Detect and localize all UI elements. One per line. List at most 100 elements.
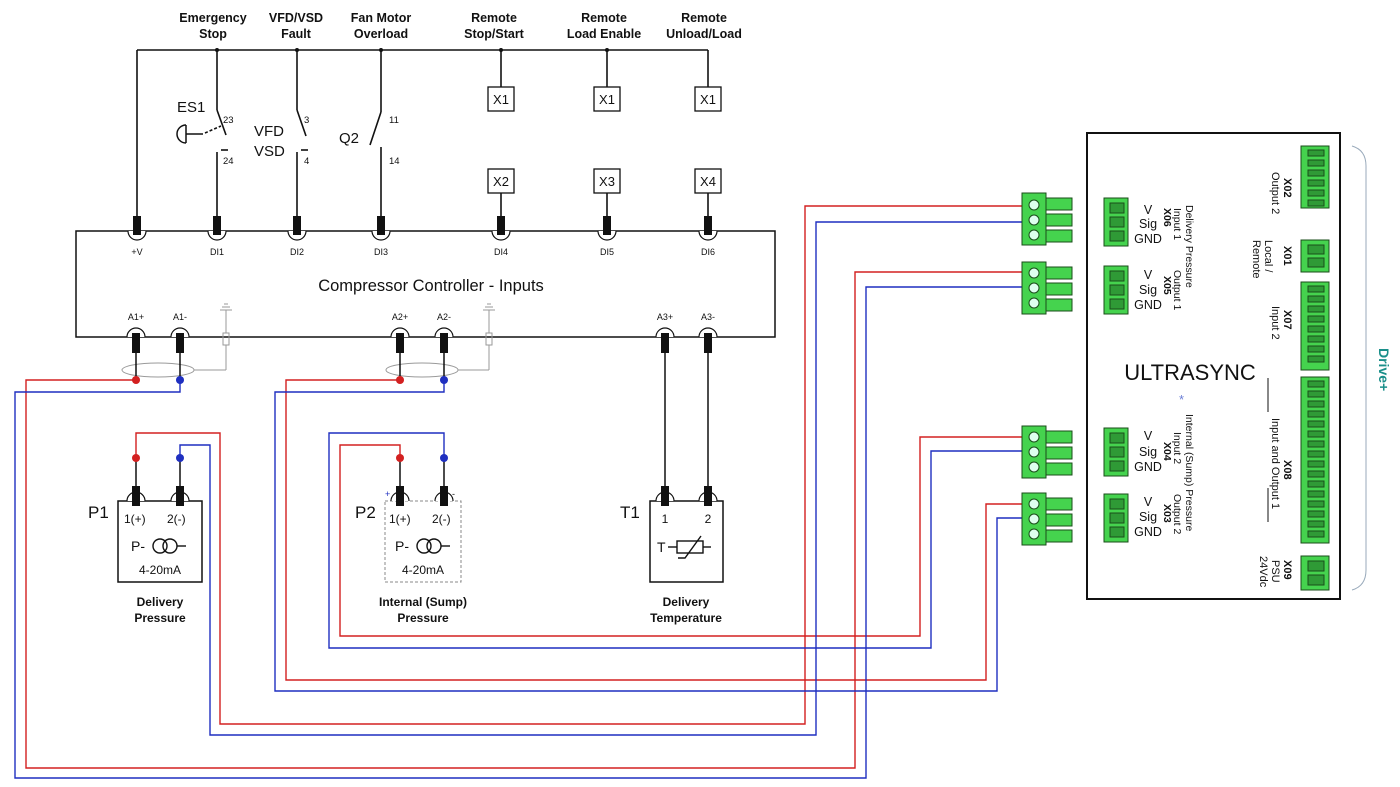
terminal-a2-minus: A2- — [434, 312, 454, 353]
vfd-pin-3: 3 — [304, 115, 309, 126]
svg-text:A3+: A3+ — [657, 312, 673, 322]
wire-p1-plus — [135, 205, 1033, 725]
svg-text:DI4: DI4 — [494, 247, 508, 257]
sensor-t1: T1 1 2 T Delivery Temperature — [620, 486, 724, 625]
t1-caption-2: Temperature — [650, 611, 722, 625]
drive-header-x05 — [1103, 265, 1129, 315]
drive-header-x03 — [1103, 493, 1129, 543]
vsd-label: VSD — [254, 143, 285, 160]
plug-connectors — [1021, 192, 1073, 546]
svg-text:V: V — [1144, 495, 1153, 509]
wire-a1-minus — [14, 286, 1033, 779]
terminal-a1-plus: A1+ — [126, 312, 146, 353]
q2-pin-14: 14 — [389, 156, 400, 167]
p2-plus-mark: + — [385, 489, 390, 499]
compressor-controller: Compressor Controller - Inputs — [75, 230, 776, 338]
svg-text:DI1: DI1 — [210, 247, 224, 257]
plug-x05 — [1021, 261, 1073, 315]
x02-label: X02 — [1281, 178, 1293, 198]
x01-label: X01 — [1281, 246, 1293, 266]
remote-unload-label-1: Remote — [681, 11, 727, 25]
p2-caption-1: Internal (Sump) — [379, 595, 467, 609]
svg-text:Sig: Sig — [1139, 217, 1157, 231]
wire-a1-plus — [25, 271, 1033, 769]
drive-plus-label: Drive+ — [1376, 348, 1392, 391]
pin-labels: V Sig GND V Sig GND V Sig GND V Sig GND — [1134, 203, 1162, 539]
controller-top-terminals: +V DI1 DI2 DI3 DI4 DI5 — [127, 216, 718, 257]
relay-x3: X3 — [593, 168, 621, 194]
thermistor-icon — [668, 535, 711, 559]
vfd-fault-label-1: VFD/VSD — [269, 11, 323, 25]
x09-sub-1: PSU — [1269, 560, 1281, 583]
fan-overload-label-2: Overload — [354, 27, 408, 41]
p1-tag: P1 — [88, 503, 109, 522]
x09-label: X09 — [1281, 560, 1293, 580]
terminal-strip-x01 — [1300, 239, 1330, 273]
es1-pin-23: 23 — [223, 115, 234, 126]
drive-right-labels: X02 Output 2 X01 Local / Remote X07 Inpu… — [1250, 172, 1293, 588]
wire-a2-minus — [274, 380, 1033, 692]
device-labels: ES1 23 24 VFD VSD 3 4 Q2 11 14 — [177, 99, 400, 167]
p2-minus-mark: - — [452, 489, 455, 499]
terminal-di2: DI2 — [287, 216, 307, 257]
relay-x1-unload: X1 — [694, 86, 722, 112]
x08-label: X08 — [1281, 460, 1293, 480]
relay-boxes: X1 X1 X1 X2 X3 X4 — [487, 86, 722, 194]
estop-label-1: Emergency — [179, 11, 246, 25]
vfd-fault-label-2: Fault — [281, 27, 312, 41]
wires-blue — [14, 221, 1033, 779]
p1-caption-1: Delivery — [137, 595, 184, 609]
p1-caption-2: Pressure — [134, 611, 186, 625]
p1-pin-minus: 2(-) — [167, 512, 186, 526]
wire-dots — [132, 376, 448, 462]
x05-sub: Output 1 — [1171, 270, 1183, 310]
terminal-a2-plus: A2+ — [390, 312, 410, 353]
fan-overload-label-1: Fan Motor — [351, 11, 412, 25]
svg-text:+V: +V — [131, 247, 142, 257]
plug-x03 — [1021, 492, 1073, 546]
x07-label: X07 — [1281, 310, 1293, 330]
drive-left-labels: X06 Input 1 X05 Output 1 Delivery Pressu… — [1161, 205, 1195, 534]
terminal-strip-x09 — [1300, 555, 1330, 591]
svg-text:V: V — [1144, 203, 1153, 217]
transducer-icon — [152, 538, 186, 554]
controller-bottom-terminals: A1+ A1- A2+ A2- A3+ A3- — [126, 312, 718, 353]
x07-sub: Input 2 — [1269, 306, 1281, 340]
terminal-a3-minus: A3- — [698, 312, 718, 353]
analog-stubs — [135, 353, 709, 486]
terminal-di6: DI6 — [698, 216, 718, 257]
estop-label-2: Stop — [199, 27, 227, 41]
svg-text:GND: GND — [1134, 460, 1162, 474]
p1-pin-plus: 1(+) — [124, 512, 146, 526]
terminal-a1-minus: A1- — [170, 312, 190, 353]
x01-sub-2: Remote — [1250, 240, 1262, 279]
t1-symbol: T — [657, 539, 666, 555]
p2-pin-plus: 1(+) — [389, 512, 411, 526]
relay-x4: X4 — [694, 168, 722, 194]
relay-x1-load: X1 — [593, 86, 621, 112]
wire-p2-minus — [328, 432, 1033, 649]
svg-text:Sig: Sig — [1139, 445, 1157, 459]
t1-pin-2: 2 — [705, 512, 712, 526]
drive-unit: ULTRASYNC V Sig GND V Sig GND V Sig — [1086, 132, 1341, 600]
terminal-plus-v: +V — [127, 216, 147, 257]
x04-label: X04 — [1161, 442, 1173, 461]
p2-range: 4-20mA — [402, 563, 444, 577]
x04-sub: Input 2 — [1171, 432, 1183, 464]
q2-pin-11: 11 — [389, 115, 399, 126]
svg-text:A3-: A3- — [701, 312, 715, 322]
svg-text:DI5: DI5 — [600, 247, 614, 257]
terminal-di4: DI4 — [491, 216, 511, 257]
svg-text:A1+: A1+ — [128, 312, 144, 322]
terminal-di3: DI3 — [371, 216, 391, 257]
drive-header-x06 — [1103, 197, 1129, 247]
remote-start-label-1: Remote — [471, 11, 517, 25]
terminal-a3-plus: A3+ — [655, 312, 675, 353]
remote-start-label-2: Stop/Start — [464, 27, 525, 41]
terminal-strip-x07 — [1300, 281, 1330, 371]
svg-text:X4: X4 — [700, 174, 716, 189]
svg-text:X1: X1 — [599, 92, 615, 107]
svg-text:DI6: DI6 — [701, 247, 715, 257]
x06-label: X06 — [1161, 208, 1173, 227]
